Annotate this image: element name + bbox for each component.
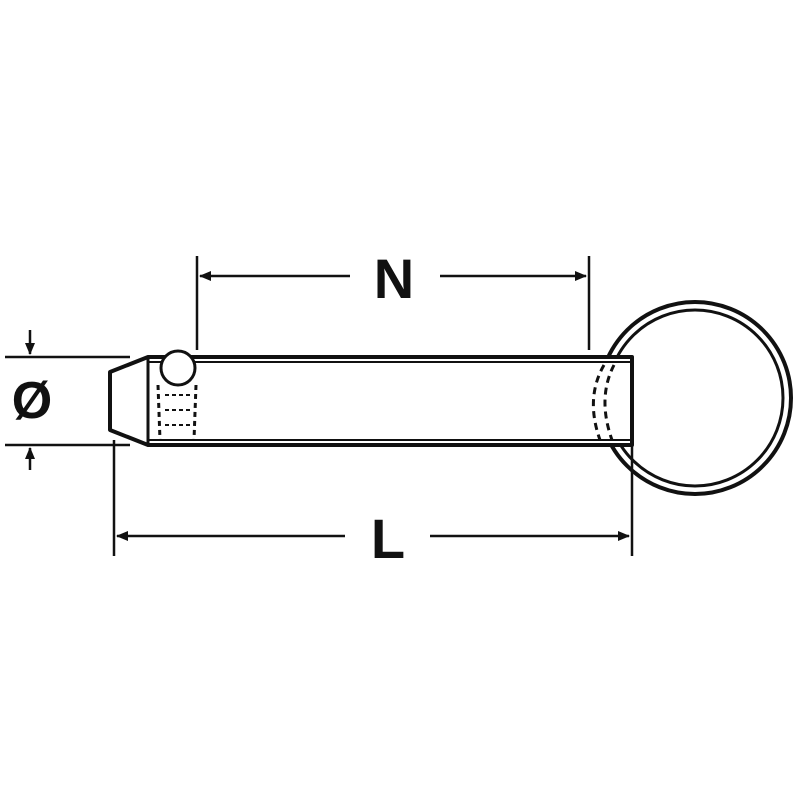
dimension-diameter: Ø	[5, 330, 130, 470]
ring-hole-hidden-lines	[591, 364, 616, 441]
dimension-l-label: L	[371, 507, 405, 570]
dimension-diameter-label: Ø	[12, 372, 52, 430]
locking-ball	[156, 349, 198, 441]
dimension-l: L	[112, 440, 634, 570]
pin-body	[108, 355, 634, 447]
dimension-n: N	[195, 247, 591, 350]
dimension-n-label: N	[374, 247, 414, 310]
